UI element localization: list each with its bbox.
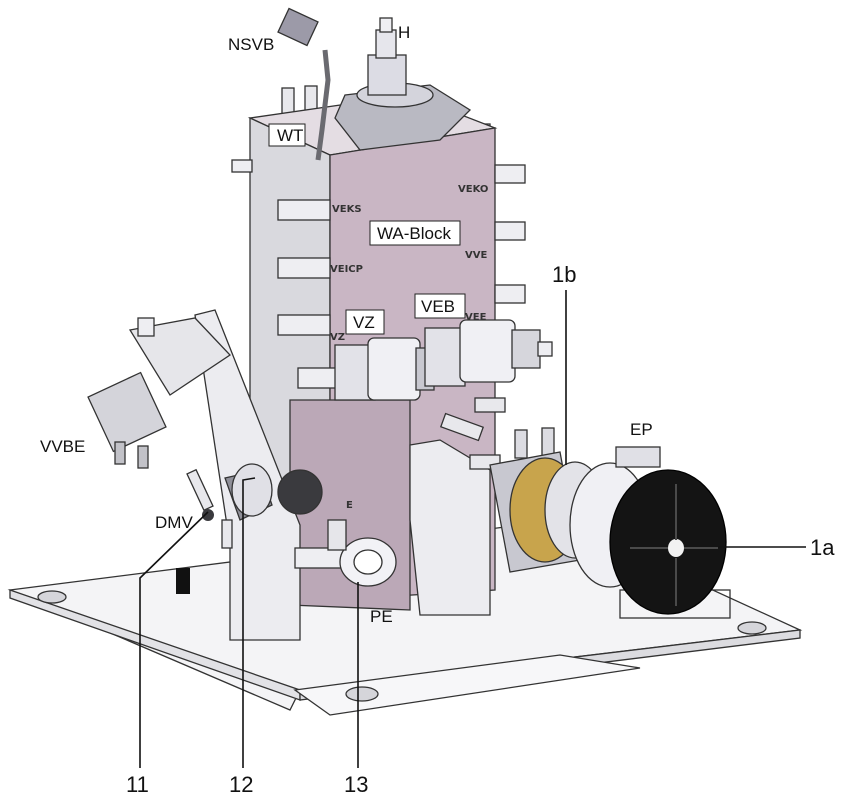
ref-11: 11	[126, 511, 209, 797]
valve-veb	[424, 319, 553, 387]
label-ep: EP	[630, 420, 653, 439]
mark-veicp: VEICP	[330, 264, 363, 275]
ref-13: 13	[344, 582, 368, 797]
ref-1b-text: 1b	[552, 262, 576, 287]
side-pipes	[439, 397, 555, 470]
mark-veko: VEKO	[458, 184, 488, 195]
block-ports	[229, 159, 526, 488]
ref-11-text: 11	[126, 772, 149, 797]
label-wa-block-text: WA-Block	[377, 224, 451, 243]
label-wt-text: WT	[277, 126, 303, 145]
label-vz: VZ	[345, 309, 385, 335]
label-veb-text: VEB	[421, 297, 455, 316]
label-h: H	[398, 23, 410, 42]
mark-vz-port: VZ	[330, 332, 345, 343]
ref-12-text: 12	[229, 772, 253, 797]
right-bracket	[409, 439, 491, 616]
ref-13-text: 13	[344, 772, 368, 797]
nsvb-assembly	[277, 7, 331, 161]
mark-veks: VEKS	[332, 204, 362, 215]
label-vz-text: VZ	[353, 313, 375, 332]
ref-1a: 1a	[718, 535, 835, 560]
pump-ep	[489, 446, 727, 615]
label-veb: VEB	[414, 293, 466, 319]
label-pe: PE	[370, 607, 393, 626]
label-dmv: DMV	[155, 513, 193, 532]
mark-e: E	[346, 500, 353, 511]
ref-12: 12	[229, 477, 256, 797]
label-wt: WT	[268, 123, 306, 147]
dmv-assembly	[186, 463, 323, 549]
valve-vvbe	[87, 317, 232, 469]
pe-sensor	[294, 519, 397, 587]
mark-vve: VVE	[465, 250, 487, 261]
ref-1a-text: 1a	[810, 535, 835, 560]
label-vvbe: VVBE	[40, 437, 85, 456]
base-standoff	[176, 568, 190, 594]
top-housing	[334, 17, 472, 151]
label-wa-block: WA-Block	[369, 220, 461, 246]
mark-vee: VEE	[465, 312, 487, 323]
ref-1b: 1b	[552, 262, 576, 465]
label-nsvb: NSVB	[228, 35, 274, 54]
